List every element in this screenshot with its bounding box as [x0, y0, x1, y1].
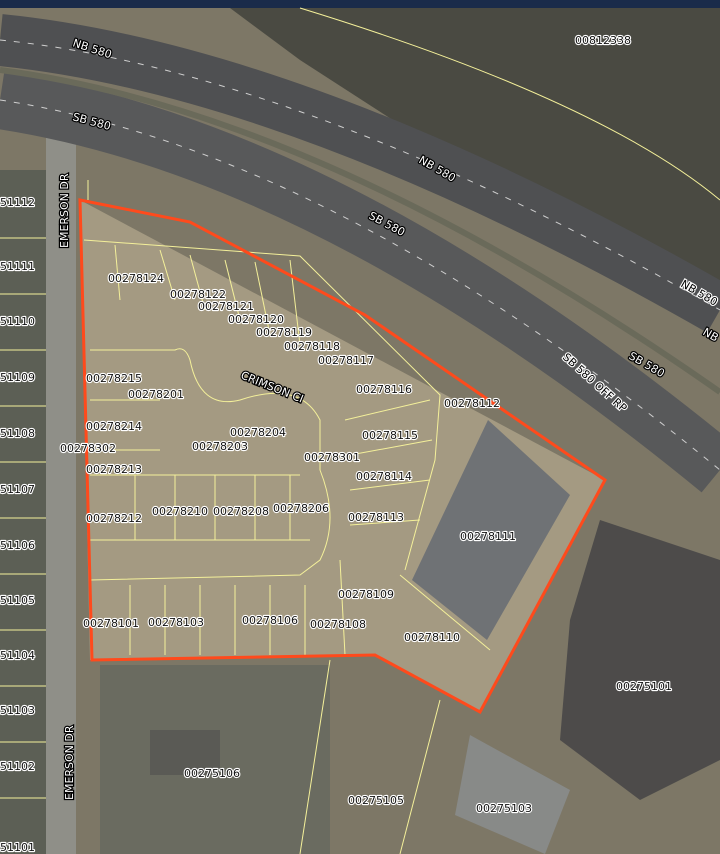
parcel-label-partial[interactable]: 51102 [0, 759, 36, 774]
parcel-label[interactable]: 00278302 [59, 441, 117, 456]
parcel-label-partial[interactable]: 51112 [0, 195, 36, 210]
parcel-label[interactable]: 00278201 [127, 387, 185, 402]
parcel-label[interactable]: 00278103 [147, 615, 205, 630]
site-boundary[interactable] [78, 198, 607, 715]
parcel-label-partial[interactable]: 51108 [0, 426, 36, 441]
parcel-label-partial[interactable]: 51107 [0, 482, 36, 497]
parcel-label-partial[interactable]: 51103 [0, 703, 36, 718]
parcel-label-partial[interactable]: 51101 [0, 840, 36, 854]
parcel-label-partial[interactable]: 51111 [0, 259, 36, 274]
parcel-label[interactable]: 00278108 [309, 617, 367, 632]
parcel-label[interactable]: 00278214 [85, 419, 143, 434]
parcel-label[interactable]: 00278106 [241, 613, 299, 628]
parcel-label[interactable]: 00278121 [197, 299, 255, 314]
road-label-emerson-dr: EMERSON DR [58, 173, 71, 248]
parcel-label[interactable]: 00278109 [337, 587, 395, 602]
parcel-label[interactable]: 00278118 [283, 339, 341, 354]
parcel-label[interactable]: 00278117 [317, 353, 375, 368]
parcel-label[interactable]: 00278112 [443, 396, 501, 411]
freeway-median [0, 67, 720, 395]
parcel-label[interactable]: 00275106 [183, 766, 241, 781]
parcel-label[interactable]: 00278111 [459, 529, 517, 544]
parcel-label-partial[interactable]: 51110 [0, 314, 36, 329]
commercial-building [455, 735, 570, 854]
header-bar [0, 0, 720, 8]
parcel-label[interactable]: 00278203 [191, 439, 249, 454]
parcel-label[interactable]: 00278120 [227, 312, 285, 327]
parcel-label[interactable]: 00275101 [615, 679, 673, 694]
left-parcel-labels: 51112 51111 51110 51109 51108 51107 5110… [0, 195, 36, 854]
parcel-label[interactable]: 00278115 [361, 428, 419, 443]
parcel-label[interactable]: 00278213 [85, 462, 143, 477]
parcel-label[interactable]: 00278116 [355, 382, 413, 397]
parcel-label[interactable]: 00278124 [107, 271, 165, 286]
parcel-label[interactable]: 00278110 [403, 630, 461, 645]
parcel-label-partial[interactable]: 51109 [0, 370, 36, 385]
parcel-label[interactable]: 00278119 [255, 325, 313, 340]
parcel-label[interactable]: 00278114 [355, 469, 413, 484]
parcel-label[interactable]: 00278204 [229, 425, 287, 440]
road-label-emerson-dr: EMERSON DR [63, 725, 76, 800]
freeway-lane-line [0, 99, 720, 471]
parcel-label-partial[interactable]: 51105 [0, 593, 36, 608]
emerson-road-surface [46, 130, 76, 854]
parcel-label[interactable]: 00278122 [169, 287, 227, 302]
parcel-label[interactable]: 00278210 [151, 504, 209, 519]
residential-strip [0, 170, 46, 854]
parcel-label[interactable]: 00278301 [303, 450, 361, 465]
parcel-label[interactable]: 00278206 [272, 501, 330, 516]
parcel-label[interactable]: 00275105 [347, 793, 405, 808]
parcel-label[interactable]: 00812338 [574, 33, 632, 48]
parking-building [150, 730, 220, 775]
parcel-label-partial[interactable]: 51104 [0, 648, 36, 663]
parcel-label[interactable]: 00278212 [85, 511, 143, 526]
parcel-label-partial[interactable]: 51106 [0, 538, 36, 553]
parcel-lines [0, 7, 720, 854]
parcel-label[interactable]: 00278208 [212, 504, 270, 519]
substation-pad [412, 420, 570, 640]
freeway-lane-line [0, 39, 720, 311]
parcel-labels: 00812338 00278124 00278122 00278121 0027… [59, 33, 673, 816]
parcel-label[interactable]: 00278215 [85, 371, 143, 386]
parcel-label[interactable]: 00278113 [347, 510, 405, 525]
parcel-label[interactable]: 00275103 [475, 801, 533, 816]
apartment-building [560, 520, 720, 800]
parcel-label[interactable]: 00278101 [82, 616, 140, 631]
